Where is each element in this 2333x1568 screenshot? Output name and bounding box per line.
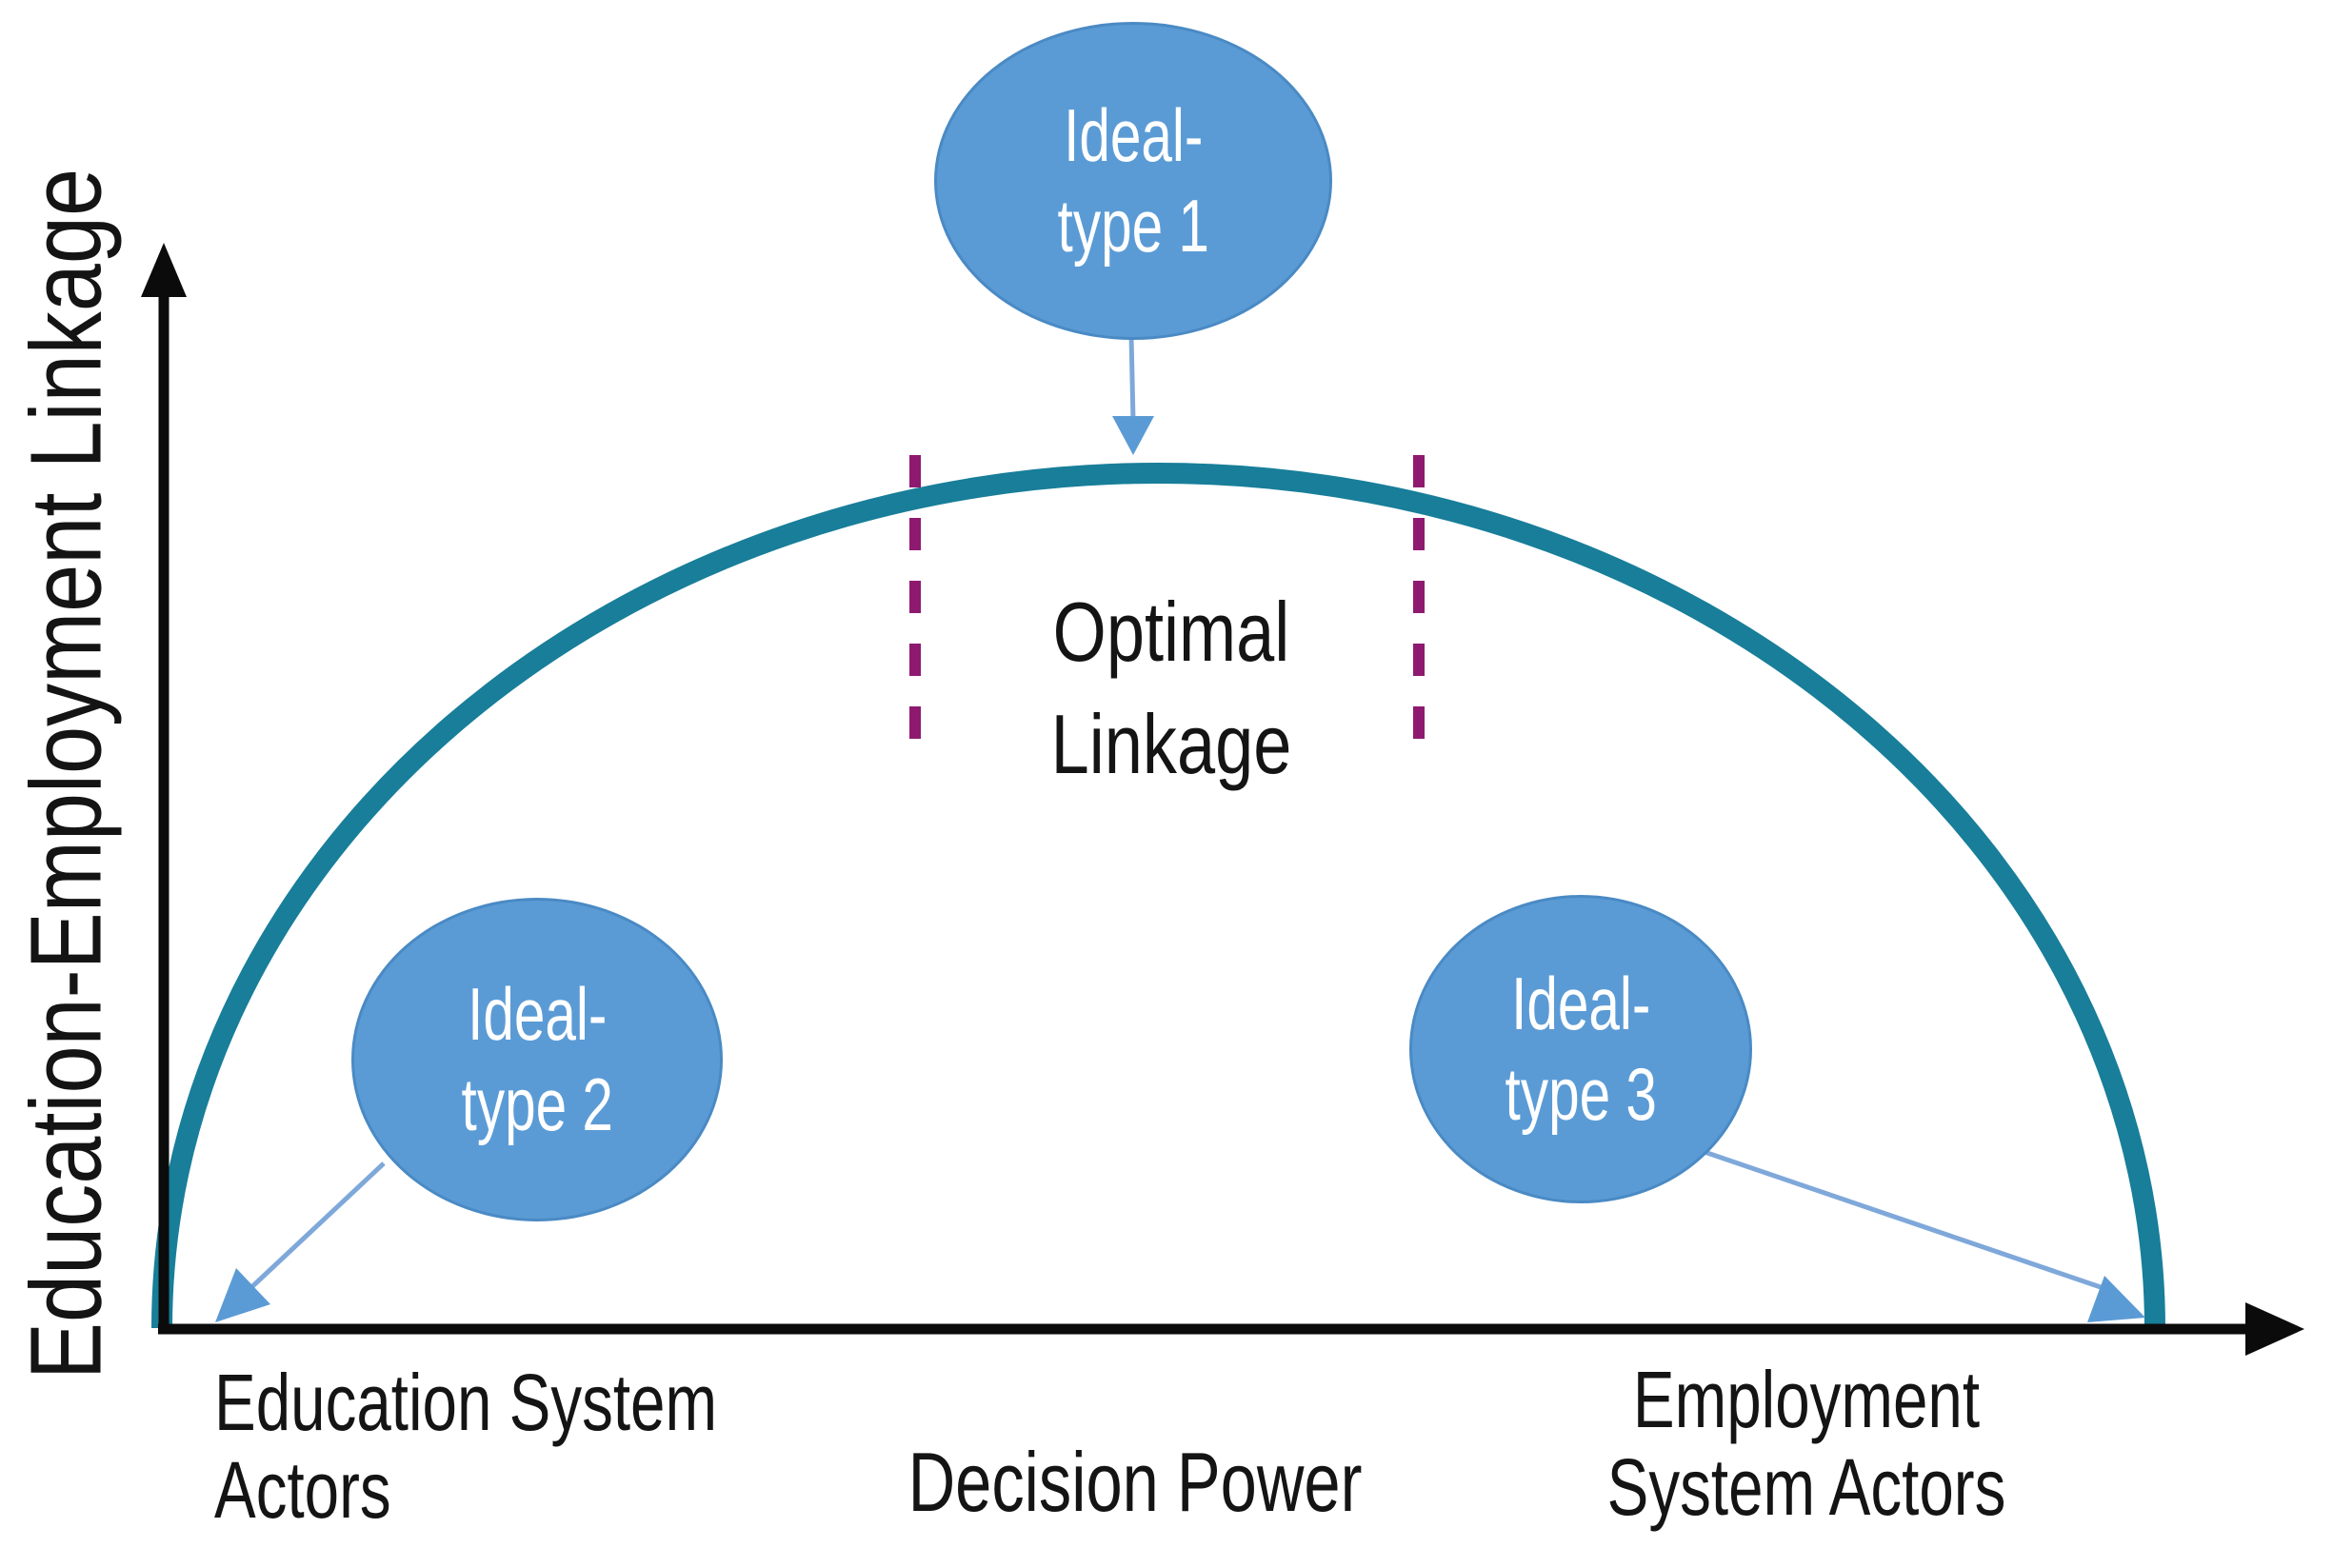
node-label-line: type 1 bbox=[1057, 184, 1209, 268]
arrow-ideal-type-2-head-icon bbox=[215, 1268, 270, 1322]
arrow-ideal-type-1-head-icon bbox=[1112, 416, 1154, 455]
x-axis-title: Decision Power bbox=[907, 1435, 1363, 1529]
y-axis-arrowhead-icon bbox=[141, 243, 187, 297]
arrow-ideal-type-1-line bbox=[1128, 335, 1136, 422]
x-axis-arrowhead-icon bbox=[2245, 1302, 2304, 1356]
x-axis-left-label: Education System Actors bbox=[214, 1359, 717, 1534]
arrow-ideal-type-3-line bbox=[1704, 1149, 2102, 1290]
linkage-curve bbox=[151, 463, 2165, 1329]
node-ideal-type-1: Ideal- type 1 bbox=[934, 22, 1332, 340]
node-label-line: type 2 bbox=[461, 1062, 613, 1146]
optimal-linkage-label: Optimal Linkage bbox=[1051, 576, 1292, 801]
arrow-ideal-type-3-head-icon bbox=[2087, 1276, 2145, 1322]
optimal-linkage-line: Linkage bbox=[1050, 697, 1292, 791]
node-label-line: Ideal- bbox=[1063, 93, 1204, 177]
node-label-line: Ideal- bbox=[1510, 962, 1651, 1045]
node-ideal-type-2-label: Ideal- type 2 bbox=[461, 969, 612, 1150]
y-axis-label: Education-Employment Linkage bbox=[10, 168, 123, 1380]
node-ideal-type-2: Ideal- type 2 bbox=[351, 898, 723, 1221]
node-label-line: type 3 bbox=[1505, 1052, 1657, 1136]
arrow-ideal-type-2-line bbox=[246, 1161, 386, 1293]
x-axis-right-label-line: System Actors bbox=[1606, 1442, 2006, 1532]
node-label-line: Ideal- bbox=[467, 972, 608, 1056]
optimal-linkage-line: Optimal bbox=[1052, 585, 1290, 679]
node-ideal-type-3: Ideal- type 3 bbox=[1409, 895, 1752, 1203]
node-ideal-type-3-label: Ideal- type 3 bbox=[1505, 959, 1656, 1140]
x-axis-right-label: Employment System Actors bbox=[1607, 1356, 2006, 1531]
node-ideal-type-1-label: Ideal- type 1 bbox=[1057, 90, 1208, 271]
x-axis-left-label-line: Education System bbox=[214, 1358, 718, 1447]
x-axis-left-label-line: Actors bbox=[214, 1445, 391, 1535]
x-axis-right-label-line: Employment bbox=[1632, 1355, 1981, 1444]
